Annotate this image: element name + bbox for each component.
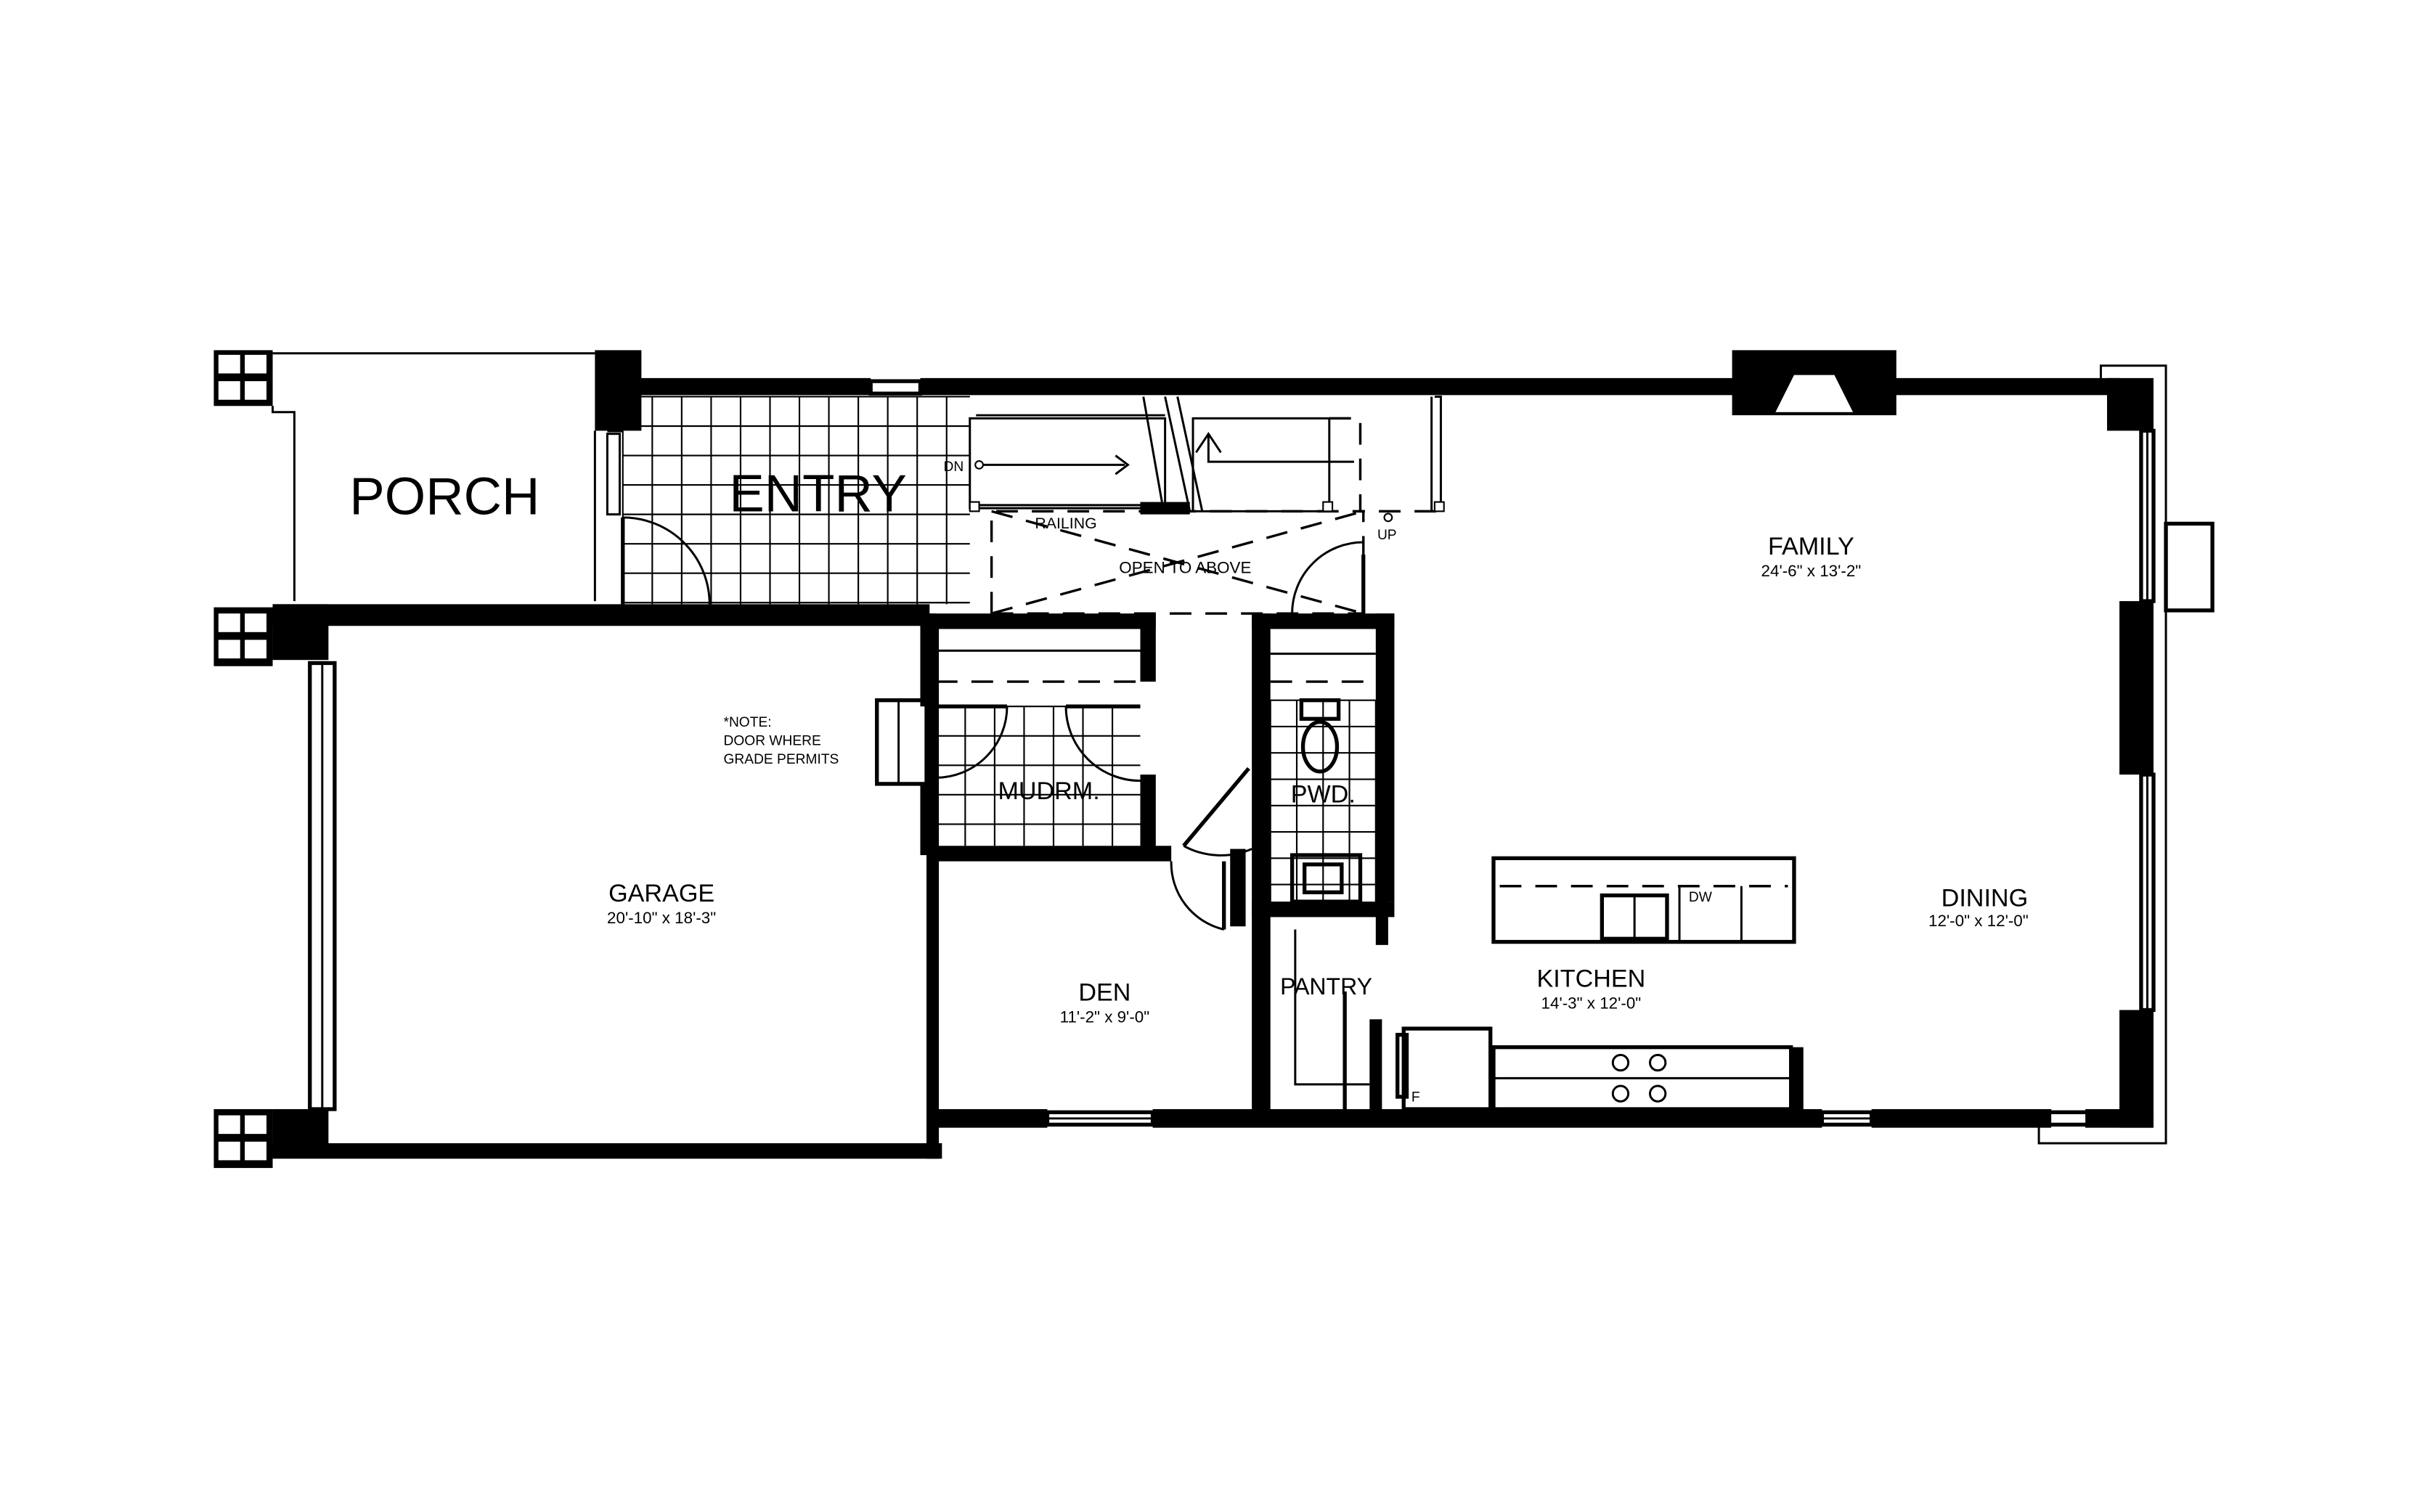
room-label-powder: PWD.: [1291, 781, 1356, 809]
exterior-walls: [213, 350, 2154, 1169]
doors: [621, 516, 1366, 1110]
toilet-icon: [1299, 698, 1341, 774]
room-label-family: FAMILY: [1768, 533, 1854, 560]
cooktop-icon: [1611, 1053, 1667, 1103]
room-label-entry: ENTRY: [729, 464, 907, 523]
room-label-kitchen: KITCHEN: [1537, 965, 1646, 992]
fixtures: [935, 649, 1796, 1111]
windows: [272, 352, 2215, 1145]
fridge-icon: [1396, 1026, 1493, 1111]
room-size-kitchen: 14'-3" x 12'-0": [1541, 994, 1642, 1012]
room-label-mudroom: MUDRM.: [998, 777, 1099, 805]
room-size-garage: 20'-10" x 18'-3": [607, 909, 716, 927]
room-size-family: 24'-6" x 13'-2": [1761, 562, 1862, 580]
stair-down-label: DN: [943, 459, 963, 475]
mudroom-tile-floor: [934, 706, 1141, 846]
labels: PORCH ENTRY GARAGE 20'-10" x 18'-3" *NOT…: [349, 459, 2028, 1105]
fridge-label: F: [1411, 1090, 1420, 1105]
sink-icon: [1290, 853, 1363, 904]
room-size-den: 11'-2" x 9'-0": [1060, 1008, 1150, 1026]
room-label-porch: PORCH: [349, 467, 539, 526]
entry-tile-floor: [622, 396, 970, 605]
staircase: [969, 395, 1445, 615]
garage-note-line3: GRADE PERMITS: [723, 752, 839, 767]
room-label-pantry: PANTRY: [1280, 973, 1372, 1000]
open-to-above-label: OPEN TO ABOVE: [1119, 559, 1251, 577]
interior-walls: [920, 502, 1804, 1116]
room-label-garage: GARAGE: [608, 880, 714, 907]
railing-label: RAILING: [1035, 515, 1096, 532]
dishwasher-label: DW: [1689, 890, 1713, 905]
room-label-dining: DINING: [1942, 884, 2028, 912]
stair-up-label: UP: [1377, 528, 1397, 543]
room-size-dining: 12'-0" x 12'-0": [1928, 912, 2029, 930]
room-label-den: DEN: [1078, 979, 1130, 1007]
garage-note-line2: DOOR WHERE: [723, 734, 820, 749]
garage-note-line1: *NOTE:: [723, 715, 771, 730]
